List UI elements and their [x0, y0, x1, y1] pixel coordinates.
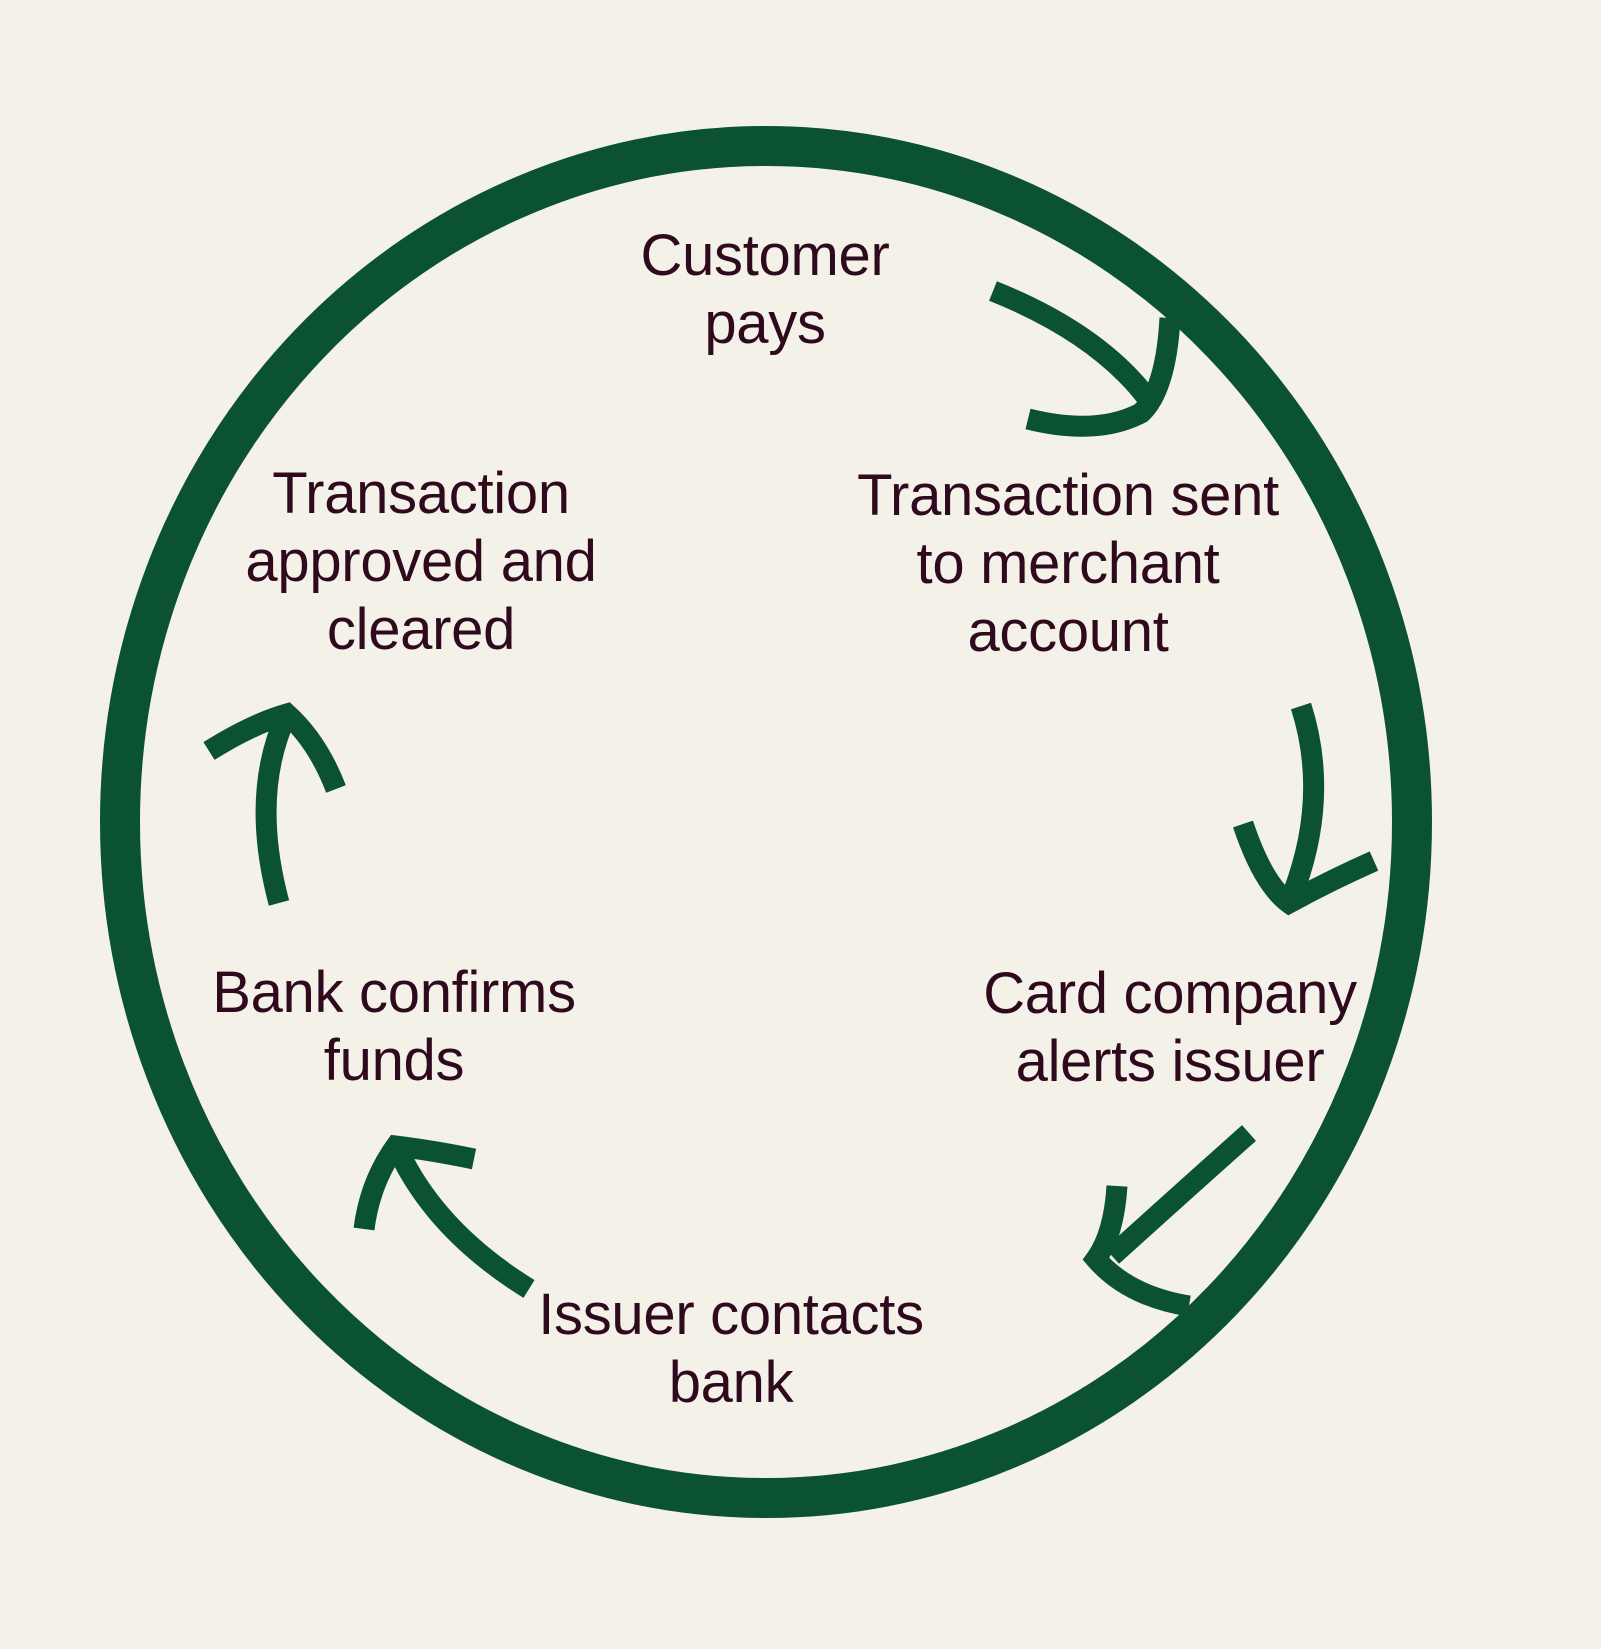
arrow-shaft — [1104, 1125, 1256, 1264]
arrow-head — [353, 1134, 477, 1231]
step-label-bank-confirms-funds: Bank confirms funds — [212, 960, 576, 1093]
arrow-card-company-to-issuer — [1082, 1125, 1256, 1317]
arrow-shaft — [1280, 702, 1325, 905]
arrow-shaft — [389, 1147, 535, 1298]
arrow-head — [1233, 820, 1379, 916]
step-label-card-company-alerts-issuer: Card company alerts issuer — [983, 961, 1357, 1094]
arrow-shaft — [989, 281, 1157, 406]
arrow-customer-to-merchant — [989, 281, 1181, 437]
arrow-head — [203, 702, 346, 793]
cycle-circle — [100, 126, 1432, 1518]
arrow-head — [1025, 317, 1181, 437]
arrow-bank-to-approved — [203, 702, 346, 906]
arrow-issuer-to-bank — [353, 1134, 535, 1298]
arrow-shaft — [255, 711, 296, 906]
step-label-issuer-contacts-bank: Issuer contacts bank — [538, 1282, 924, 1415]
step-label-customer-pays: Customer pays — [640, 223, 890, 356]
step-label-transaction-approved-and-cleared: Transaction approved and cleared — [245, 461, 597, 662]
arrow-merchant-to-card-company — [1233, 702, 1379, 916]
arrow-head — [1082, 1185, 1191, 1317]
step-label-transaction-sent-to-merchant-account: Transaction sent to merchant account — [857, 463, 1279, 664]
